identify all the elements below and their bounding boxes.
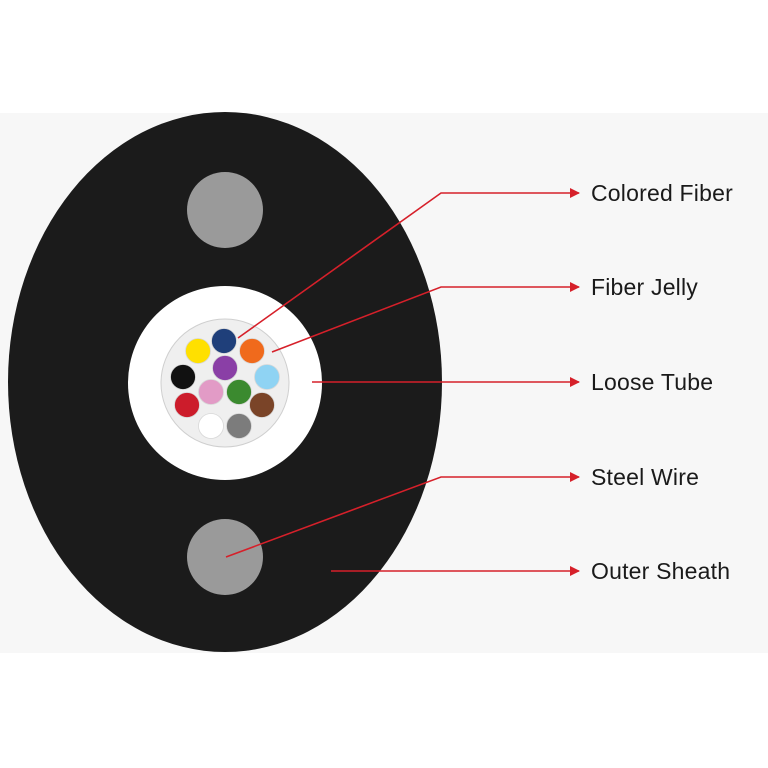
white-fiber [198,413,224,439]
callout-leader-lines [225,188,580,576]
brown-fiber [249,392,275,418]
green-fiber [226,379,252,405]
purple-fiber [212,355,238,381]
loose-tube-label: Loose Tube [591,369,714,395]
black-fiber [170,364,196,390]
outer-sheath-label: Outer Sheath [591,558,731,584]
steel-wire-bottom [187,519,263,595]
fiber-jelly-label: Fiber Jelly [591,274,699,300]
gray-fiber [226,413,252,439]
aqua-fiber [254,364,280,390]
leader-line-fiber-jelly [271,282,580,353]
colored-fiber-bundle [170,328,280,439]
rose-fiber [198,379,224,405]
steel-wire-top [187,172,263,248]
leader-line-steel-wire [225,472,580,558]
red-fiber [174,392,200,418]
yellow-fiber [185,338,211,364]
orange-fiber [239,338,265,364]
leader-line-colored-fiber [237,188,580,339]
steel-wire-label: Steel Wire [591,464,700,490]
colored-fiber-label: Colored Fiber [591,180,733,206]
blue-fiber [211,328,237,354]
